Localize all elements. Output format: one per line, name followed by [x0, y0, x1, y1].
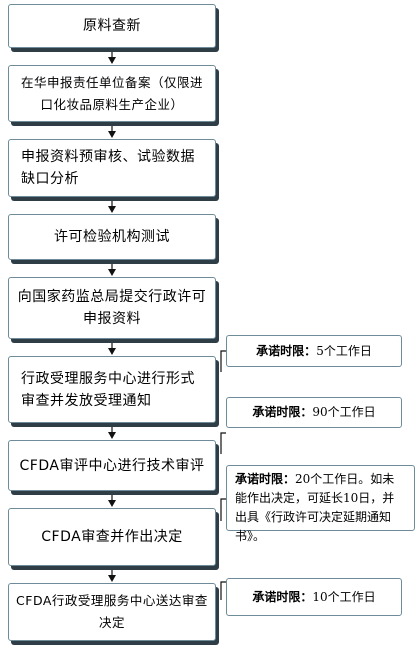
flow-step-7: CFDA审评中心进行技术审评	[8, 440, 216, 491]
flow-step-4: 许可检验机构测试	[8, 214, 216, 260]
time-limit-note-1-label: 承诺时限：	[256, 343, 317, 358]
note-4-connector	[220, 581, 226, 600]
note-1-connector	[220, 350, 226, 372]
flow-step-9: CFDA行政受理服务中心送达审查决定	[8, 583, 216, 641]
time-limit-note-2-text: 90个工作日	[312, 405, 376, 419]
note-2-connector	[220, 432, 226, 454]
time-limit-note-3-label: 承诺时限：	[235, 472, 296, 486]
flow-step-6-text: 行政受理服务中心进行形式审查并发放受理通知	[21, 370, 195, 409]
flow-step-6: 行政受理服务中心进行形式审查并发放受理通知	[8, 356, 216, 423]
time-limit-note-2: 承诺时限： 90个工作日	[226, 397, 402, 428]
flow-step-2: 在华申报责任单位备案（仅限进口化妆品原料生产企业）	[8, 65, 216, 122]
flow-step-1-text: 原料查新	[83, 18, 141, 34]
time-limit-note-4: 承诺时限： 10个工作日	[226, 578, 402, 616]
flow-step-8: CFDA审查并作出决定	[8, 508, 216, 566]
flow-step-1: 原料查新	[8, 4, 216, 48]
flow-step-2-text: 在华申报责任单位备案（仅限进口化妆品原料生产企业）	[20, 74, 203, 112]
time-limit-note-3: 承诺时限：20个工作日。如未能作出决定，可延长10日，并出具《行政许可决定延期通…	[226, 465, 415, 543]
flow-step-7-text: CFDA审评中心进行技术审评	[19, 457, 205, 474]
flow-step-5-text: 向国家药监总局提交行政许可申报资料	[17, 289, 207, 327]
time-limit-note-3-text: 20个工作日。如未能作出决定，可延长10日，并出具《行政许可决定延期通知书》。	[235, 472, 395, 543]
flow-step-9-text: CFDA行政受理服务中心送达审查决定	[16, 593, 208, 630]
flow-step-5: 向国家药监总局提交行政许可申报资料	[8, 277, 216, 339]
time-limit-note-1: 承诺时限： 5个工作日	[226, 335, 402, 367]
flow-step-3-text: 申报资料预审核、试验数据缺口分析	[21, 149, 195, 187]
time-limit-note-2-label: 承诺时限：	[252, 405, 313, 419]
time-limit-note-4-text: 10个工作日	[312, 589, 376, 604]
flow-step-4-text: 许可检验机构测试	[54, 229, 170, 245]
flow-step-3: 申报资料预审核、试验数据缺口分析	[8, 139, 216, 197]
note-3-connector	[220, 498, 226, 521]
flow-step-8-text: CFDA审查并作出决定	[41, 529, 183, 545]
time-limit-note-4-label: 承诺时限：	[252, 589, 313, 604]
time-limit-note-1-text: 5个工作日	[316, 343, 372, 358]
